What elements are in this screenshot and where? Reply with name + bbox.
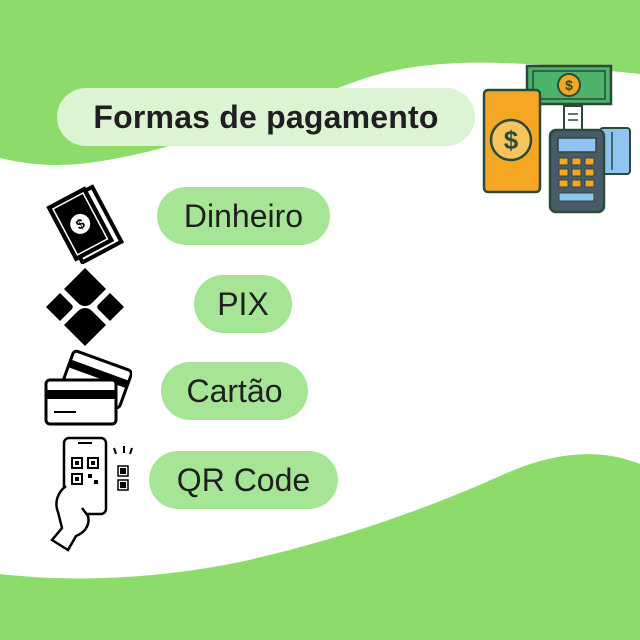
page-title: Formas de pagamento <box>93 98 439 135</box>
method-pill-cartao: Cartão <box>161 362 308 420</box>
pix-icon <box>44 266 126 348</box>
svg-text:$: $ <box>504 125 519 155</box>
method-pill-qr-code: QR Code <box>149 451 338 509</box>
method-pill-dinheiro: Dinheiro <box>157 187 330 245</box>
title-pill: Formas de pagamento <box>57 88 475 146</box>
svg-text:$: $ <box>565 77 573 93</box>
credit-card-icon <box>42 346 132 428</box>
method-pill-pix: PIX <box>194 275 292 333</box>
cash-icon: $ <box>44 180 128 264</box>
method-label-dinheiro: Dinheiro <box>183 197 304 234</box>
method-label-qr-code: QR Code <box>176 461 311 498</box>
qr-code-phone-icon <box>46 436 136 552</box>
method-label-pix: PIX <box>217 285 269 322</box>
payment-methods-illustration: $ $ <box>480 62 635 217</box>
method-label-cartao: Cartão <box>186 372 283 409</box>
